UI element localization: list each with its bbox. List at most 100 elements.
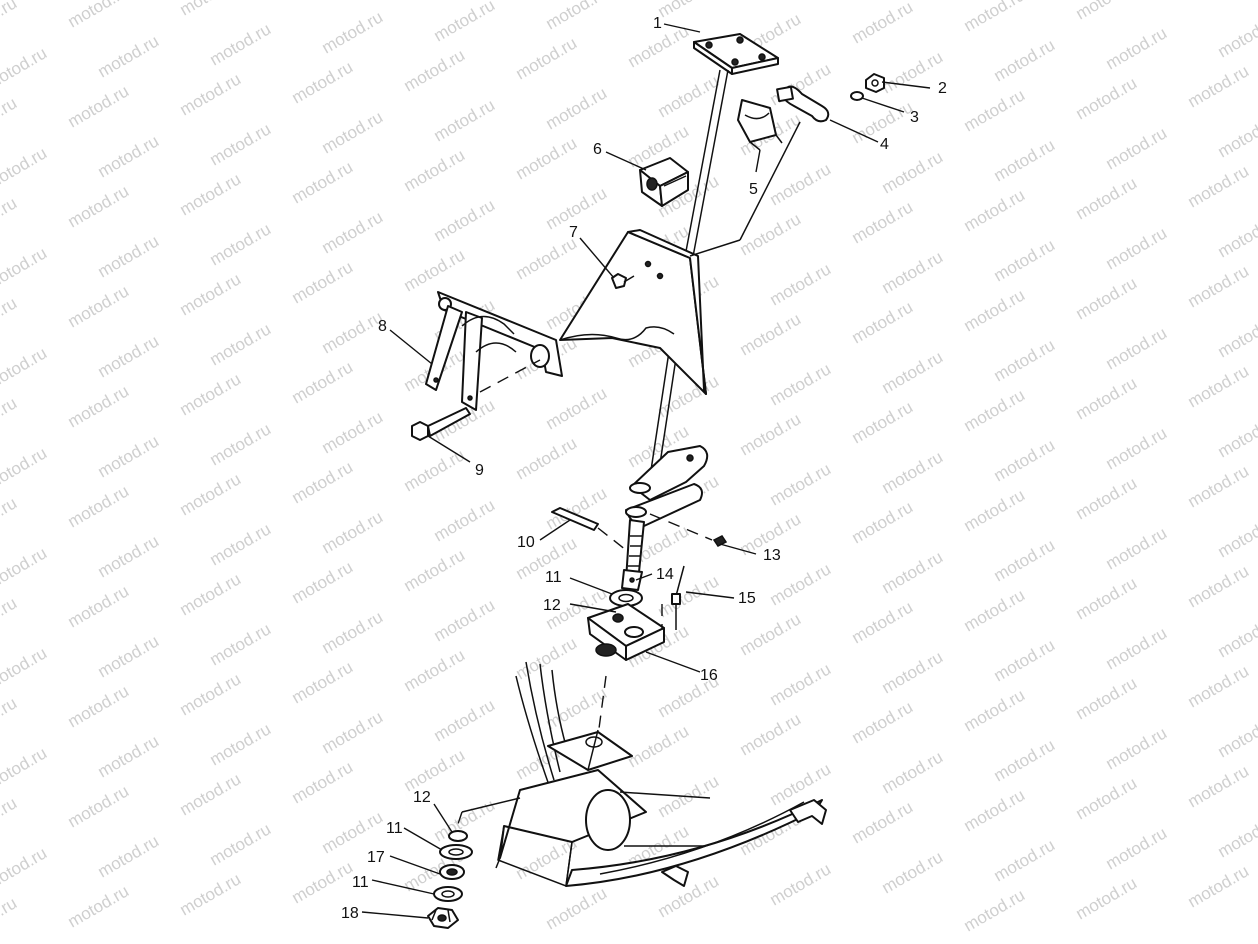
watermark-text: motod.ru xyxy=(207,319,275,369)
watermark-text: motod.ru xyxy=(543,383,611,433)
watermark-text: motod.ru xyxy=(289,757,357,807)
watermark-text: motod.ru xyxy=(879,647,947,697)
watermark-text: motod.ru xyxy=(0,793,20,843)
watermark-text: motod.ru xyxy=(65,181,133,231)
watermark-text: motod.ru xyxy=(207,19,275,69)
watermark-text: motod.ru xyxy=(431,495,499,545)
part-11-washer-upper xyxy=(609,589,643,607)
watermark-text: motod.ru xyxy=(0,593,20,643)
watermark-text: motod.ru xyxy=(849,297,917,347)
watermark-text: motod.ru xyxy=(961,185,1029,235)
watermark-text: motod.ru xyxy=(0,643,50,693)
watermark-text: motod.ru xyxy=(431,195,499,245)
watermark-text: motod.ru xyxy=(961,885,1029,935)
watermark-text: motod.ru xyxy=(0,93,20,143)
watermark-text: motod.ru xyxy=(1073,273,1141,323)
part-15-bolt xyxy=(671,565,685,630)
watermark-text: motod.ru xyxy=(177,669,245,719)
watermark-text: motod.ru xyxy=(737,409,805,459)
callout-11b: 11 xyxy=(386,820,403,837)
watermark-text: motod.ru xyxy=(1215,611,1258,661)
watermark-text: motod.ru xyxy=(207,619,275,669)
watermark-text: motod.ru xyxy=(0,543,50,593)
callout-17: 17 xyxy=(367,849,385,866)
callout-1: 1 xyxy=(653,15,662,32)
watermark-text: motod.ru xyxy=(1185,461,1253,511)
callout-2: 2 xyxy=(938,80,947,97)
watermark-text: motod.ru xyxy=(65,881,133,931)
watermark-text: motod.ru xyxy=(431,95,499,145)
watermark-text: motod.ru xyxy=(1073,873,1141,923)
watermark-text: motod.ru xyxy=(849,697,917,747)
watermark-text: motod.ru xyxy=(1073,73,1141,123)
watermark-text: motod.ru xyxy=(0,343,50,393)
watermark-text: motod.ru xyxy=(543,883,611,933)
watermark-text: motod.ru xyxy=(1073,373,1141,423)
callout-18: 18 xyxy=(341,905,359,922)
watermark-text: motod.ru xyxy=(65,0,133,31)
watermark-text: motod.ru xyxy=(177,0,245,19)
watermark-text: motod.ru xyxy=(991,135,1059,185)
callout-8: 8 xyxy=(378,318,387,335)
watermark-text: motod.ru xyxy=(1073,673,1141,723)
watermark-text: motod.ru xyxy=(0,893,20,943)
part-10-pin xyxy=(551,507,627,551)
watermark-text: motod.ru xyxy=(767,259,835,309)
watermark-text: motod.ru xyxy=(767,559,835,609)
alignment-lines xyxy=(597,239,741,737)
watermark-text: motod.ru xyxy=(1103,23,1171,73)
watermark-text: motod.ru xyxy=(991,235,1059,285)
watermark-text: motod.ru xyxy=(1103,723,1171,773)
watermark-text: motod.ru xyxy=(1073,473,1141,523)
watermark-text: motod.ru xyxy=(401,145,469,195)
watermark-text: motod.ru xyxy=(991,635,1059,685)
watermark-text: motod.ru xyxy=(401,745,469,795)
watermark-text: motod.ru xyxy=(1073,173,1141,223)
watermark-text: motod.ru xyxy=(0,443,50,493)
frame-chassis xyxy=(455,661,827,888)
watermark-text: motod.ru xyxy=(0,393,20,443)
watermark-text: motod.ru xyxy=(543,83,611,133)
watermark-text: motod.ru xyxy=(991,535,1059,585)
watermark-text: motod.ru xyxy=(207,719,275,769)
part-18-castle-nut xyxy=(427,907,459,929)
watermark-text: motod.ru xyxy=(177,169,245,219)
watermark-text: motod.ru xyxy=(177,269,245,319)
watermark-text: motod.ru xyxy=(0,143,50,193)
part-4-u-bracket xyxy=(739,85,830,241)
watermark-text: motod.ru xyxy=(1185,61,1253,111)
part-14-shaft-end xyxy=(621,519,645,591)
watermark-text: motod.ru xyxy=(401,645,469,695)
watermark-text: motod.ru xyxy=(961,485,1029,535)
watermark-text: motod.ru xyxy=(737,209,805,259)
watermark-text: motod.ru xyxy=(289,257,357,307)
part-11-washer-lower-1 xyxy=(439,844,473,860)
watermark-text: motod.ru xyxy=(207,119,275,169)
watermark-text: motod.ru xyxy=(513,633,581,683)
watermark-text: motod.ru xyxy=(319,7,387,57)
watermark-text: motod.ru xyxy=(177,769,245,819)
watermark-text: motod.ru xyxy=(0,43,50,93)
watermark-text: motod.ru xyxy=(543,0,611,33)
watermark-text: motod.ru xyxy=(177,69,245,119)
watermark-text: motod.ru xyxy=(0,293,20,343)
watermark-text: motod.ru xyxy=(65,681,133,731)
watermark-text: motod.ru xyxy=(737,709,805,759)
watermark-text: motod.ru xyxy=(177,369,245,419)
watermark-text: motod.ru xyxy=(767,459,835,509)
watermark-text: motod.ru xyxy=(625,721,693,771)
part-2-nut xyxy=(865,73,885,93)
watermark-text: motod.ru xyxy=(207,219,275,269)
watermark-text: motod.ru xyxy=(65,81,133,131)
watermark-text: motod.ru xyxy=(95,331,163,381)
watermark-text: motod.ru xyxy=(1215,11,1258,61)
watermark-text: motod.ru xyxy=(431,0,499,45)
watermark-text: motod.ru xyxy=(1185,761,1253,811)
callout-11a: 11 xyxy=(545,569,562,586)
watermark-text: motod.ru xyxy=(849,0,917,47)
watermark-text: motod.ru xyxy=(0,193,20,243)
watermark-text: motod.ru xyxy=(177,569,245,619)
watermark-text: motod.ru xyxy=(207,519,275,569)
watermark-text: motod.ru xyxy=(991,435,1059,485)
